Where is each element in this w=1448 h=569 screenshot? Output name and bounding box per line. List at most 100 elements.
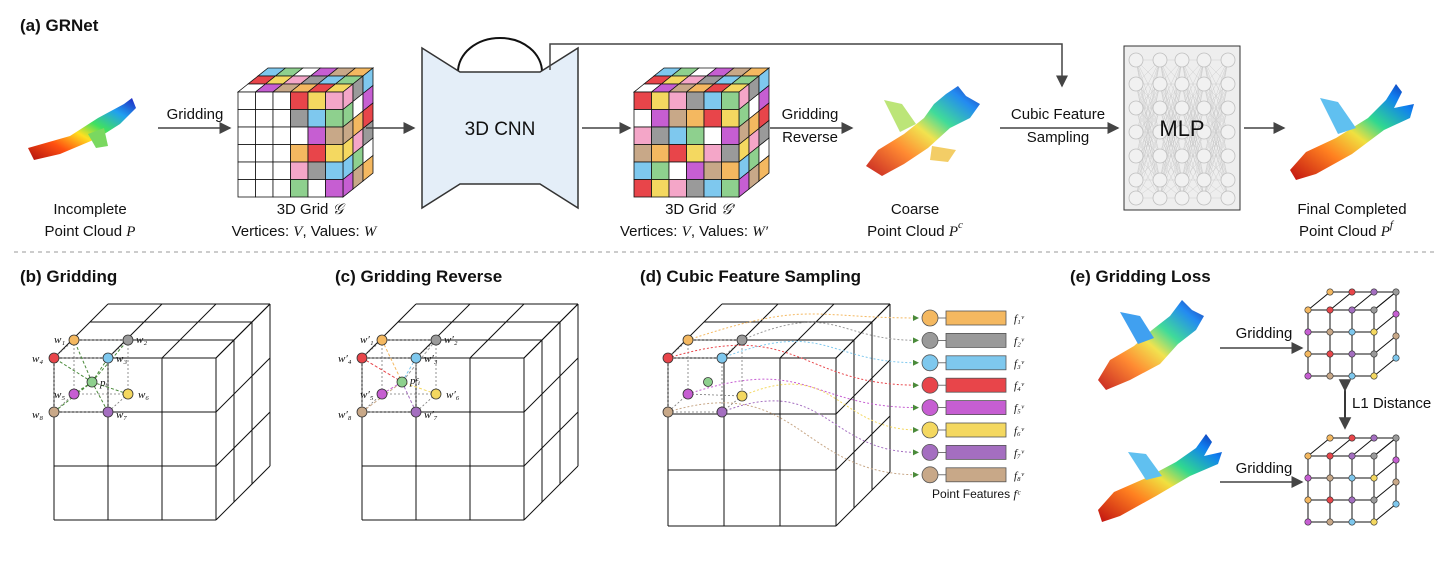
weight-arrow bbox=[401, 381, 417, 413]
voxel-front bbox=[272, 109, 291, 128]
vertex-dot bbox=[1392, 500, 1400, 508]
vertex-dot bbox=[1370, 434, 1378, 442]
vertex-dot bbox=[1326, 350, 1334, 358]
weight-label: w′₈ bbox=[338, 409, 352, 421]
grid-line bbox=[1373, 459, 1397, 479]
mlp-edge bbox=[1159, 107, 1183, 181]
voxel-front bbox=[290, 126, 309, 145]
mlp-edge bbox=[1159, 83, 1183, 109]
mlp-node bbox=[1152, 172, 1168, 188]
mlp-edge bbox=[1159, 107, 1183, 157]
mlp-edge bbox=[1159, 155, 1183, 181]
mlp-edge bbox=[1135, 131, 1161, 157]
feature-bar bbox=[945, 355, 1007, 371]
mlp-edge bbox=[1203, 131, 1229, 199]
voxel-front bbox=[255, 126, 274, 145]
mlp-edge bbox=[1203, 83, 1229, 181]
grid-line bbox=[1373, 437, 1397, 457]
vertex-dot bbox=[1392, 434, 1400, 442]
feature-node bbox=[921, 309, 939, 327]
voxel-front bbox=[307, 144, 326, 163]
mlp-edge bbox=[1181, 131, 1205, 157]
mlp-edge bbox=[1159, 179, 1183, 199]
vertex-dot bbox=[68, 334, 80, 346]
mlp-edge bbox=[1203, 107, 1229, 181]
unet-skip-arc bbox=[457, 37, 543, 73]
input-label-line2: Point Cloud P bbox=[45, 223, 136, 240]
mlp-edge bbox=[1135, 59, 1161, 157]
voxel-front bbox=[686, 144, 705, 163]
panel-d-title: (d) Cubic Feature Sampling bbox=[640, 267, 861, 286]
voxel-front bbox=[686, 109, 705, 128]
weight-label: w₈ bbox=[32, 409, 43, 421]
mlp-edge bbox=[1181, 83, 1205, 181]
vertex-dot bbox=[1326, 306, 1334, 314]
voxel-front bbox=[703, 144, 722, 163]
mlp-node bbox=[1174, 172, 1190, 188]
vertex-dot bbox=[1304, 496, 1312, 504]
cnn-label: 3D CNN bbox=[465, 119, 536, 140]
mlp-node bbox=[1196, 52, 1212, 68]
voxel-front bbox=[290, 179, 309, 198]
vertex-dot bbox=[1326, 496, 1334, 504]
vertex-dot bbox=[1370, 518, 1378, 526]
mlp-edge bbox=[1135, 107, 1161, 133]
voxel-front bbox=[686, 161, 705, 180]
mlp-node bbox=[1196, 148, 1212, 164]
vertex-dot bbox=[1304, 452, 1312, 460]
vertex-dot bbox=[1348, 306, 1356, 314]
grid-line bbox=[415, 303, 471, 359]
mlp-edge bbox=[1203, 59, 1229, 157]
voxel-front bbox=[703, 179, 722, 198]
grid-line bbox=[1351, 437, 1375, 457]
mlp-edge bbox=[1135, 131, 1161, 199]
voxel-front bbox=[325, 109, 344, 128]
grid-line bbox=[1351, 291, 1375, 311]
voxel-front bbox=[255, 109, 274, 128]
vertex-dot bbox=[48, 406, 60, 418]
mlp-edge bbox=[1203, 59, 1229, 109]
voxel-front bbox=[325, 179, 344, 198]
vertex-dot bbox=[102, 406, 114, 418]
mlp-edge bbox=[1159, 59, 1183, 157]
coarse-label-line1: Coarse bbox=[891, 201, 939, 218]
mlp-edge bbox=[1135, 59, 1161, 181]
mlp-edge bbox=[1203, 59, 1229, 181]
mlp-edge bbox=[1203, 131, 1229, 181]
weight-label: w′₁ bbox=[360, 334, 374, 346]
voxel-front bbox=[272, 144, 291, 163]
mlp-edge bbox=[1203, 59, 1229, 199]
mlp-node bbox=[1196, 172, 1212, 188]
mlp-edge bbox=[1159, 155, 1183, 181]
voxel-front bbox=[703, 126, 722, 145]
mlp-edge bbox=[1181, 131, 1205, 181]
mlp-edge bbox=[1181, 155, 1205, 199]
voxel-front bbox=[633, 109, 652, 128]
reverse-label-line1: Gridding bbox=[782, 106, 839, 123]
vertex-dot bbox=[1392, 332, 1400, 340]
mlp-label: MLP bbox=[1159, 116, 1204, 141]
vertex-dot bbox=[48, 352, 60, 364]
mlp-edge bbox=[1159, 59, 1183, 199]
l1-distance-label: L1 Distance bbox=[1352, 395, 1431, 412]
loss-gridding-bottom-label: Gridding bbox=[1236, 460, 1293, 477]
mlp-edge bbox=[1181, 107, 1205, 199]
vertex-dot bbox=[410, 406, 422, 418]
grid1-label-line1: 3D Grid 𝒢 bbox=[277, 201, 346, 218]
point-dot bbox=[86, 376, 98, 388]
mlp-edge bbox=[1159, 59, 1183, 109]
feature-bar bbox=[945, 310, 1007, 326]
mlp-node bbox=[1152, 124, 1168, 140]
feature-node bbox=[921, 354, 939, 372]
feature-bar bbox=[945, 332, 1007, 348]
mlp-edge bbox=[1159, 131, 1183, 157]
point-label: pᶜᵢ bbox=[409, 375, 420, 387]
mlp-edge bbox=[1181, 59, 1205, 181]
mlp-edge bbox=[1159, 59, 1183, 181]
mlp-edge bbox=[1181, 83, 1205, 181]
mlp-node bbox=[1220, 76, 1236, 92]
feature-node bbox=[921, 466, 939, 484]
